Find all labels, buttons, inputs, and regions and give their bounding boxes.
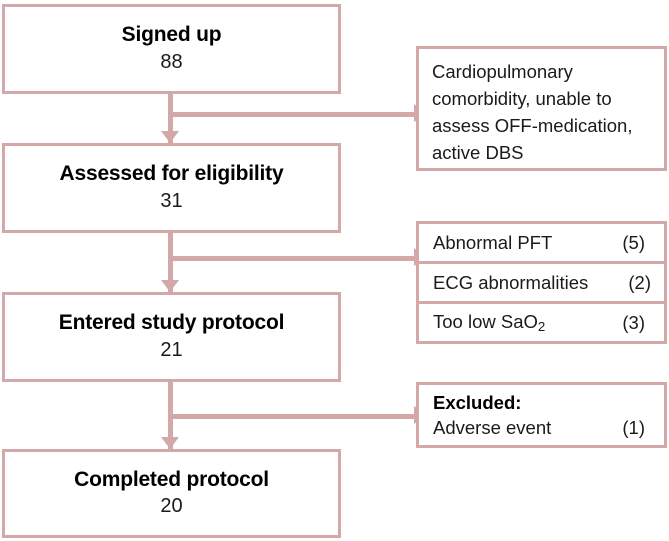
node-entered-study-protocol: Entered study protocol 21 <box>2 292 341 382</box>
screening-exclusion-line-2: comorbidity, unable to <box>432 88 612 109</box>
connector-assessed-to-entered-vertical <box>168 233 173 292</box>
node-signed-up: Signed up 88 <box>2 4 341 94</box>
exclusion-reason-text: Too low SaO <box>433 311 538 333</box>
adverse-count: (1) <box>622 416 645 438</box>
node-assessed-count: 31 <box>160 189 183 212</box>
connector-branch-to-eligibility-horizontal <box>168 256 418 261</box>
node-completed-count: 20 <box>160 495 183 518</box>
exclusion-reason: Too low SaO2 <box>433 311 545 334</box>
exclusion-count: (5) <box>622 231 645 253</box>
adverse-heading: Excluded: <box>433 392 522 414</box>
connector-branch-to-screening-horizontal <box>168 112 418 117</box>
screening-exclusion-line-4: active DBS <box>432 142 524 163</box>
arrow-down-icon-to-assessed <box>161 131 179 143</box>
adverse-reason: Adverse event <box>433 416 552 438</box>
side-box-eligibility-exclusions: Abnormal PFT (5) ECG abnormalities (2) T… <box>416 221 667 344</box>
screening-exclusion-line-1: Cardiopulmonary <box>432 61 573 82</box>
node-entered-count: 21 <box>160 338 183 361</box>
node-signed-up-count: 88 <box>160 50 183 73</box>
exclusion-count: (2) <box>628 271 651 293</box>
exclusion-reason-subscript: 2 <box>537 318 546 334</box>
arrow-down-icon-to-completed <box>161 437 179 449</box>
exclusion-row: Abnormal PFT (5) <box>419 224 664 264</box>
node-assessed-title: Assessed for eligibility <box>59 162 284 186</box>
node-signed-up-title: Signed up <box>121 23 222 47</box>
node-assessed-for-eligibility: Assessed for eligibility 31 <box>2 143 341 233</box>
side-box-adverse-event-exclusion: Excluded: Adverse event (1) <box>416 382 667 448</box>
side-box-screening-exclusions: Cardiopulmonary comorbidity, unable to a… <box>416 46 667 171</box>
exclusion-row: ECG abnormalities (2) <box>419 264 664 304</box>
node-completed-protocol: Completed protocol 20 <box>2 449 341 538</box>
connector-branch-to-adverse-horizontal <box>168 414 418 419</box>
node-entered-title: Entered study protocol <box>58 311 285 335</box>
exclusion-row: Too low SaO2 (3) <box>419 304 664 341</box>
arrow-down-icon-to-entered <box>161 280 179 292</box>
node-completed-title: Completed protocol <box>74 467 269 491</box>
connector-signedup-to-assessed-vertical <box>168 94 173 143</box>
exclusion-reason: Abnormal PFT <box>433 231 553 253</box>
exclusion-count: (3) <box>622 311 645 333</box>
exclusion-reason: ECG abnormalities <box>433 271 589 293</box>
screening-exclusion-line-3: assess OFF-medication, <box>432 115 633 136</box>
adverse-detail-row: Adverse event (1) <box>433 416 651 440</box>
